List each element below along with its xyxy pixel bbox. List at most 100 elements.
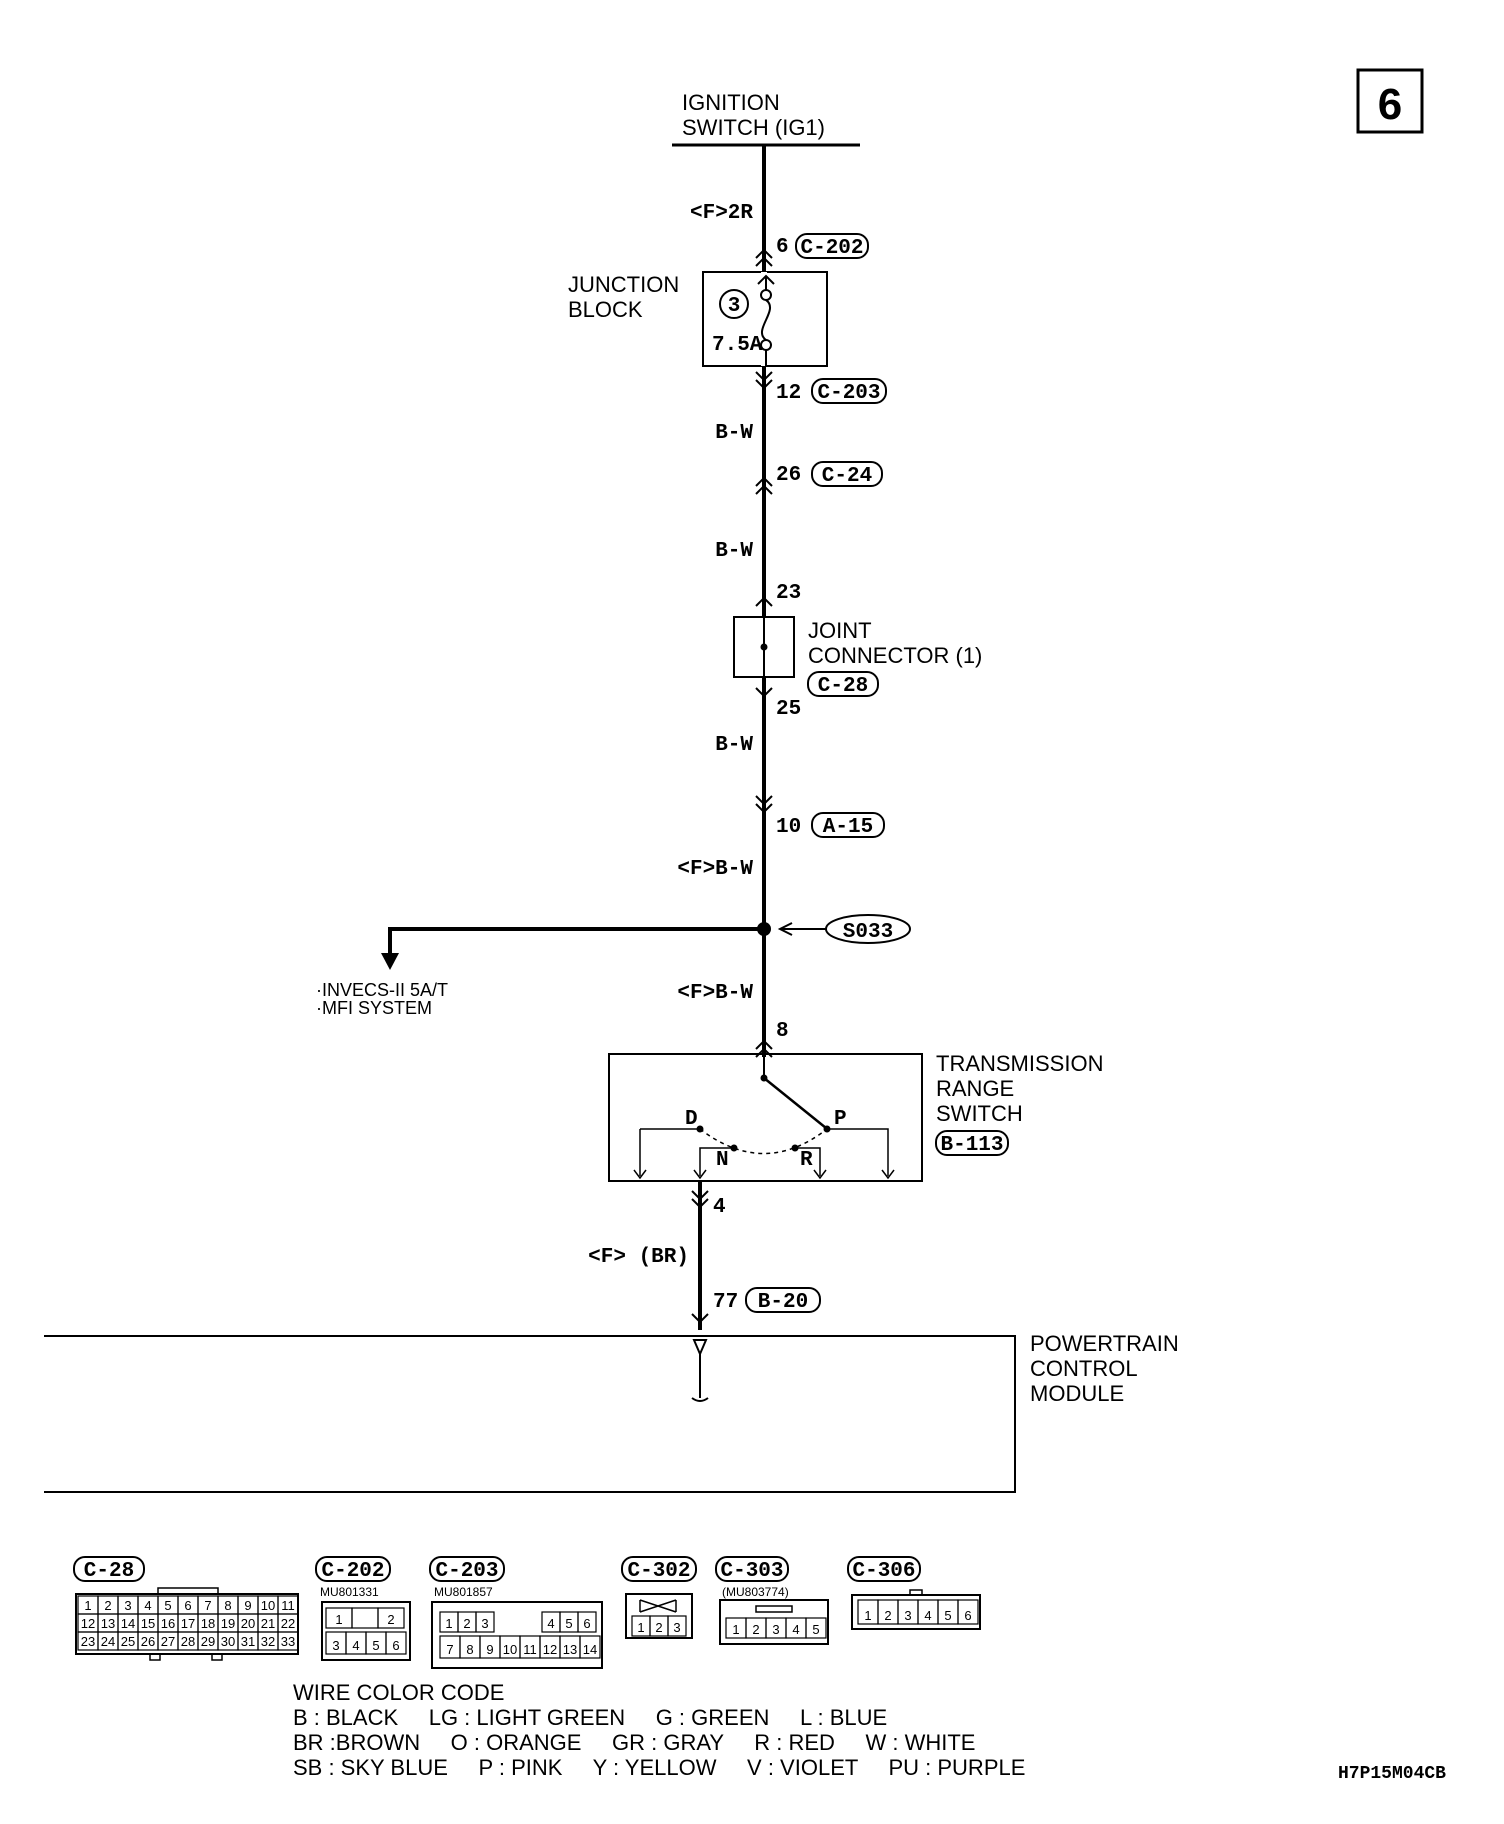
joint-connector-label-2: CONNECTOR (1) [808,643,982,668]
trs-label-2: RANGE [936,1076,1014,1101]
a15-pin: 10 [776,816,801,839]
pin-label: 5 [372,1638,379,1653]
pin-label: 1 [445,1616,452,1631]
pin-label: 6 [583,1616,590,1631]
pin-cell [351,1607,379,1629]
pin-cell [385,1631,407,1655]
pin-label: 2 [884,1608,891,1623]
pin-label: 3 [332,1638,339,1653]
trs-pos-r: R [800,1149,813,1172]
trs-switch-arm [763,1077,827,1129]
pin-label: 25 [121,1634,135,1649]
cv-c203-id: C-203 [435,1560,498,1583]
ignition-label-1: IGNITION [682,90,780,115]
pin-label: 8 [224,1598,231,1613]
pin-label: 2 [655,1620,662,1635]
pin-label: 33 [281,1634,295,1649]
branch-label-1: ·INVECS-II 5A/T [316,980,448,1000]
pin-label: 8 [466,1642,473,1657]
pin-label: 9 [486,1642,493,1657]
c28-tag [807,671,879,697]
trs-out-pin: 4 [713,1196,726,1219]
b20-tag [745,1287,821,1313]
pin-label: 1 [84,1598,91,1613]
pin-label: 2 [104,1598,111,1613]
fuse-symbol [760,299,772,341]
c202-id: C-202 [800,237,863,260]
branch-arrow [381,953,399,970]
pin-label: 4 [352,1638,359,1653]
trs-label-1: TRANSMISSION [936,1051,1103,1076]
pin-label: 30 [221,1634,235,1649]
a15-connector-symbol [755,795,773,814]
pin-label: 13 [101,1616,115,1631]
pin-label: 14 [121,1616,135,1631]
cv-c203-part: MU801857 [434,1585,493,1599]
cv-c202-part: MU801331 [320,1585,379,1599]
pin-cell [577,1611,597,1633]
pin-label: 18 [201,1616,215,1631]
pin-cell [579,1635,601,1659]
pin-label: 3 [124,1598,131,1613]
page-number: 6 [1378,80,1402,129]
pin-label: 2 [752,1622,759,1637]
trs-position-arc [699,1128,828,1155]
pin-label: 3 [481,1616,488,1631]
c203-pin: 12 [776,382,801,405]
pin-label: 6 [964,1608,971,1623]
pin-cell [805,1617,827,1639]
pin-label: 13 [563,1642,577,1657]
cv-c28-id: C-28 [84,1560,134,1583]
c203-id: C-203 [817,382,880,405]
splice-id: S033 [843,921,893,944]
pcm-terminal [692,1339,708,1357]
pin-label: 6 [392,1638,399,1653]
pin-label: 3 [904,1608,911,1623]
pin-label: 31 [241,1634,255,1649]
junction-block-label-2: BLOCK [568,297,643,322]
cv-c303-id: C-303 [720,1560,783,1583]
wire-label-fbw-2: <F>B-W [677,982,753,1005]
c203-connector-symbol [755,371,773,390]
splice-tag [825,914,911,944]
cv-c303-part: (MU803774) [722,1585,789,1599]
branch-label-2: ·MFI SYSTEM [316,998,432,1018]
pin-label: 14 [583,1642,597,1657]
pin-label: 12 [81,1616,95,1631]
pin-label: 7 [446,1642,453,1657]
pcm-label-3: MODULE [1030,1381,1124,1406]
pin-cell [957,1599,979,1625]
pin-label: 7 [204,1598,211,1613]
pin-label: 20 [241,1616,255,1631]
fuse-number: 3 [728,295,741,318]
wire-label-bw-3: B-W [715,734,753,757]
wire-label-top: <F>2R [690,202,753,225]
trs-label-3: SWITCH [936,1101,1023,1126]
wire-label-fbw-1: <F>B-W [677,858,753,881]
pin-label: 4 [144,1598,151,1613]
pin-label: 5 [565,1616,572,1631]
pin-label: 32 [261,1634,275,1649]
c203-tag [811,378,887,404]
pin-label: 4 [792,1622,799,1637]
cv-c202-id: C-202 [321,1560,384,1583]
c28-id: C-28 [818,675,868,698]
pin-label: 1 [732,1622,739,1637]
pin-label: 24 [101,1634,115,1649]
pin-label: 10 [261,1598,275,1613]
fuse-rating: 7.5A [712,334,763,357]
jc-in-pin: 23 [776,582,801,605]
pin-label: 4 [924,1608,931,1623]
pcm-label-1: POWERTRAIN [1030,1331,1179,1356]
splice-pointer [777,922,793,936]
pin-label: 5 [812,1622,819,1637]
legend-line-3: SB : SKY BLUE P : PINK Y : YELLOW V : VI… [293,1755,1025,1780]
c202-pin: 6 [776,236,789,259]
pcm-box [44,1335,1016,1493]
c202-connector-symbol [755,248,773,267]
pin-cell [667,1615,687,1637]
trs-pos-d: D [685,1108,698,1131]
